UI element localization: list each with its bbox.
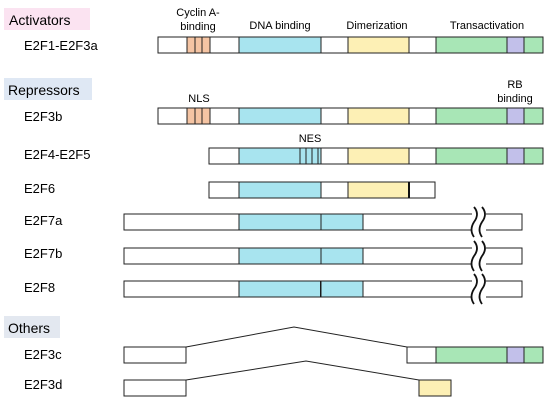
rb-binding-label-line1: RB	[507, 79, 522, 91]
rb-binding-label-line2: binding	[497, 93, 532, 105]
break-icon-e2f8	[470, 273, 486, 305]
others-header-bg	[4, 316, 60, 338]
bar-e2f7b	[123, 247, 523, 265]
label-e2f4-e2f5: E2F4-E2F5	[24, 147, 90, 162]
bar-e2f4-e2f5	[208, 147, 544, 165]
bar-e2f3c	[123, 326, 544, 364]
break-icon-e2f7a	[470, 206, 486, 238]
activators-header-bg	[4, 8, 90, 30]
dimerization-label: Dimerization	[346, 20, 407, 32]
repressors-header: Repressors	[8, 82, 80, 98]
bar-e2f8	[123, 280, 523, 298]
label-e2f3b: E2F3b	[24, 109, 62, 124]
break-icon-e2f7b	[470, 240, 486, 272]
nls-label: NLS	[188, 93, 209, 105]
bar-e2f7a	[123, 213, 523, 231]
bar-e2f1-e2f3a	[157, 36, 544, 54]
dna-binding-label: DNA binding	[249, 20, 310, 32]
label-e2f7a: E2F7a	[24, 213, 63, 228]
label-e2f8: E2F8	[24, 280, 55, 295]
cyclin-label-line1: Cyclin A-	[176, 7, 220, 19]
bar-e2f3d	[123, 360, 452, 397]
transactivation-label: Transactivation	[450, 20, 524, 32]
others-header: Others	[8, 320, 50, 336]
nes-label: NES	[299, 133, 322, 145]
label-e2f7b: E2F7b	[24, 246, 62, 261]
label-e2f1-e2f3a: E2F1-E2F3a	[24, 38, 98, 53]
label-e2f6: E2F6	[24, 181, 55, 196]
bar-e2f3b	[157, 107, 544, 125]
repressors-header-bg	[4, 78, 92, 100]
bar-e2f6	[208, 181, 436, 199]
activators-header: Activators	[9, 12, 70, 28]
label-e2f3d: E2F3d	[24, 377, 62, 392]
cyclin-label-line2: binding	[180, 21, 215, 33]
label-e2f3c: E2F3c	[24, 347, 62, 362]
